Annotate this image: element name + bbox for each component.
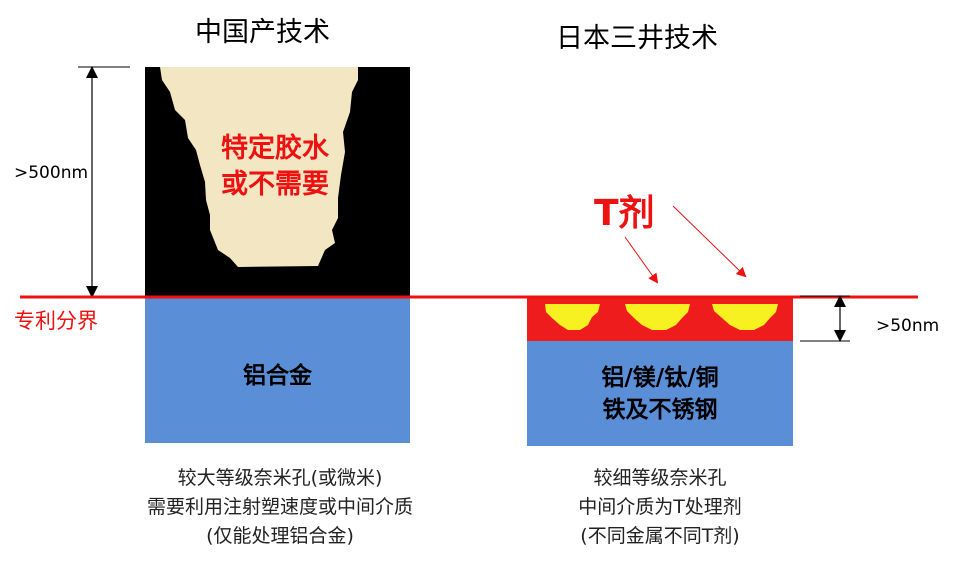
right-substrate-line1: 铝/镁/钛/铜 [601, 365, 719, 391]
right-t-bumps [545, 304, 778, 330]
right-substrate-label: 铝/镁/钛/铜 铁及不锈钢 [527, 362, 793, 426]
right-caption: 较细等级奈米孔 中间介质为T处理剂 (不同金属不同T剂) [540, 464, 780, 551]
right-caption-line3: (不同金属不同T剂) [580, 525, 740, 547]
right-caption-line1: 较细等级奈米孔 [593, 467, 727, 489]
left-substrate-block [145, 298, 410, 443]
left-substrate-label: 铝合金 [243, 363, 312, 389]
left-caption-line3: (仅能处理铝合金) [206, 525, 354, 547]
t-agent-label: T剂 [594, 193, 655, 234]
left-caption-line2: 需要利用注射塑速度或中间介质 [146, 496, 413, 518]
left-glue-line1: 特定胶水 [221, 133, 329, 164]
right-substrate-line2: 铁及不锈钢 [602, 397, 718, 423]
left-glue-line2: 或不需要 [221, 169, 329, 200]
right-caption-line2: 中间介质为T处理剂 [578, 496, 742, 518]
patent-boundary-label: 专利分界 [14, 309, 98, 333]
left-dimension-label: >500nm [14, 163, 89, 183]
t-agent-arrow-left [624, 236, 659, 284]
left-glue-fill [160, 67, 358, 267]
right-title: 日本三井技术 [556, 23, 718, 54]
left-caption: 较大等级奈米孔(或微米) 需要利用注射塑速度或中间介质 (仅能处理铝合金) [110, 464, 450, 551]
t-agent-arrow-right [672, 205, 747, 278]
right-t-bump-dots [549, 319, 777, 325]
left-caption-line1: 较大等级奈米孔(或微米) [177, 467, 383, 489]
right-dimension-label: >50nm [876, 316, 940, 336]
right-substrate-block [527, 341, 793, 446]
left-title: 中国产技术 [195, 17, 330, 48]
left-glue-label: 特定胶水 或不需要 [205, 131, 345, 203]
